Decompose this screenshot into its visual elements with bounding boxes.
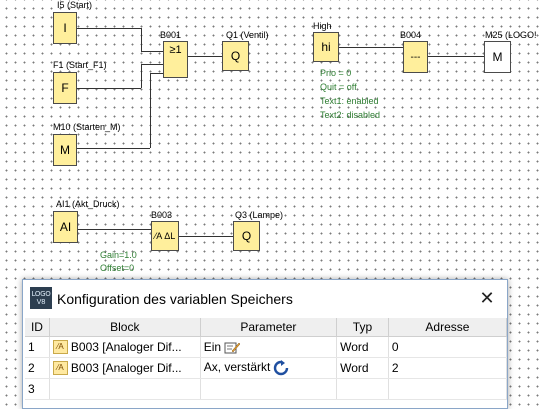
cell-id: 3 [25,378,50,400]
cell-parameter[interactable]: Ax, verstärkt [200,357,338,379]
wire-b001-in2 [141,64,163,65]
flag-block-m10[interactable]: M [53,134,77,166]
table-header-row: ID Block Parameter Typ Adresse [25,318,508,337]
m25-label: M25 (LOGO! [485,30,537,40]
wire-b001-in1 [141,51,163,52]
wire-i5-vertical [141,28,142,51]
b004-param-text2: Text2: disabled [320,110,381,120]
logo-app-icon: LOGO V8 [30,287,52,309]
column-header-typ[interactable]: Typ [336,318,389,337]
column-header-block[interactable]: Block [49,318,201,337]
ai1-label: AI1 (Akt_Druck) [56,199,120,209]
cell-id: 2 [25,357,50,379]
flag-block-m25[interactable]: M [484,41,511,73]
q3-label: Q3 (Lampe) [235,210,284,220]
i5-label: I5 (Start) [57,0,93,10]
close-icon: ✕ [479,287,495,308]
analog-diff-icon: ⁄A [52,361,68,376]
wire-m10-out [77,148,150,149]
wire-b003-q3 [179,236,233,237]
input-block-f1[interactable]: F [53,72,77,104]
cell-adresse[interactable]: 2 [388,357,508,379]
b001-label: B001 [160,30,182,40]
message-block-b004[interactable]: --- [403,41,428,73]
wire-high-b004 [339,47,403,48]
b003-param-offset: Offset=0 [100,263,135,273]
cell-typ: Word [336,357,389,379]
q1-label: Q1 (Ventil) [226,30,269,40]
b004-param-prio: Prio = 0 [320,68,352,78]
refresh-icon[interactable] [273,360,289,376]
column-header-adresse[interactable]: Adresse [388,318,508,337]
cell-id: 1 [25,336,50,358]
dialog-title: Konfiguration des variablen Speichers [57,291,293,307]
dialog-titlebar[interactable]: LOGO V8 Konfiguration des variablen Spei… [23,280,507,318]
output-block-q3[interactable]: Q [233,221,260,251]
constant-block-high[interactable]: hi [313,32,339,62]
b003-label: B003 [151,210,173,220]
cell-adresse[interactable] [388,378,508,400]
wire-b001-in3 [150,73,163,74]
analog-diff-icon: ⁄A [52,340,68,355]
cell-typ: Word [336,336,389,358]
close-button[interactable]: ✕ [467,280,507,316]
output-block-q1[interactable]: Q [222,41,249,71]
m10-label: M10 (Starten_M) [53,122,121,132]
cell-parameter[interactable] [200,378,338,400]
variable-memory-dialog[interactable]: LOGO V8 Konfiguration des variablen Spei… [22,279,508,409]
cell-adresse[interactable]: 0 [388,336,508,358]
input-block-i5[interactable]: I [53,12,77,44]
analog-diff-block-b003[interactable]: ⁄A ΔL [151,221,179,251]
b004-param-text1: Text1: enabled [320,96,379,106]
cell-parameter[interactable]: Ein [200,336,338,358]
b004-label: B004 [400,30,422,40]
wire-m10-vertical [150,73,151,148]
wire-f1-out [77,88,141,89]
table-row[interactable]: 3 [25,378,508,400]
f1-label: F1 (Start_F1) [53,60,107,70]
edit-icon[interactable] [224,341,241,354]
cell-typ [336,378,389,400]
wire-b001-q1 [188,56,222,57]
high-label: High [313,21,332,31]
column-header-parameter[interactable]: Parameter [200,318,338,337]
or-block-b001[interactable]: ≥1 [163,41,188,78]
wire-b004-m25 [428,56,484,57]
b003-param-gain: Gain=1.0 [100,250,137,260]
function-block-diagram: I5 (Start) F1 (Start_F1) M10 (Starten_M)… [53,0,537,273]
column-header-id[interactable]: ID [25,318,50,337]
wire-i5-out [77,28,141,29]
analog-input-block-ai1[interactable]: AI [53,211,78,243]
cell-block[interactable] [49,378,201,400]
wire-ai1-b003 [78,229,151,230]
b004-param-quit: Quit = off [320,82,357,92]
wire-f1-vertical [141,64,142,88]
